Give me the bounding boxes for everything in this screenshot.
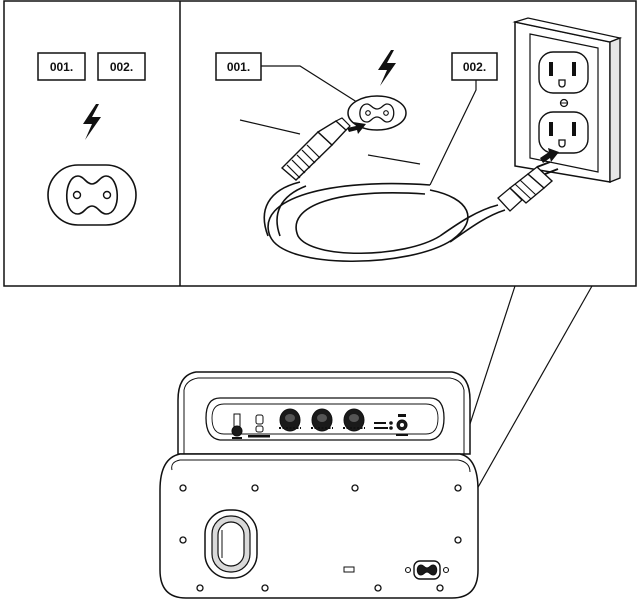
- leader-line-001: [261, 65, 361, 105]
- lightning-bolt-icon: [83, 104, 101, 140]
- power-switch: [231, 413, 243, 439]
- aux-input-jack: [396, 414, 408, 436]
- indicator-marks: [374, 421, 393, 430]
- figure-8-connector: [280, 117, 351, 181]
- power-cable: [263, 181, 506, 262]
- ac-power-inlet: [404, 560, 450, 580]
- motion-line: [239, 119, 301, 135]
- rating-label: [343, 566, 355, 573]
- label-box-002: [451, 52, 498, 81]
- label-box-001: [215, 52, 262, 81]
- control-knob: [279, 408, 301, 432]
- label-box-001-left: [37, 52, 86, 81]
- label-002-left: 002.: [110, 60, 133, 74]
- figure-8-socket-icon: [347, 95, 407, 131]
- label-box-002-left: [97, 52, 146, 81]
- speaker-rear-view: [159, 371, 479, 599]
- connect-button: [248, 414, 270, 438]
- left-panel: 001. 002.: [37, 52, 146, 226]
- label-001-left: 001.: [50, 60, 73, 74]
- motion-line: [367, 154, 421, 165]
- arrow-icon: [540, 148, 559, 163]
- control-knob: [343, 408, 365, 432]
- wall-plug: [497, 161, 559, 212]
- label-001: 001.: [227, 60, 250, 74]
- control-knob: [311, 408, 333, 432]
- screw: [179, 484, 462, 592]
- main-panel: 001. 002.: [215, 17, 623, 262]
- arrow-icon: [347, 122, 366, 134]
- us-duplex-outlet-icon: [512, 17, 623, 183]
- bass-reflex-port: [204, 509, 258, 579]
- leader-line-002: [429, 80, 477, 186]
- figure-8-socket-icon: [47, 164, 137, 226]
- lightning-bolt-icon: [378, 50, 396, 86]
- label-002: 002.: [463, 60, 486, 74]
